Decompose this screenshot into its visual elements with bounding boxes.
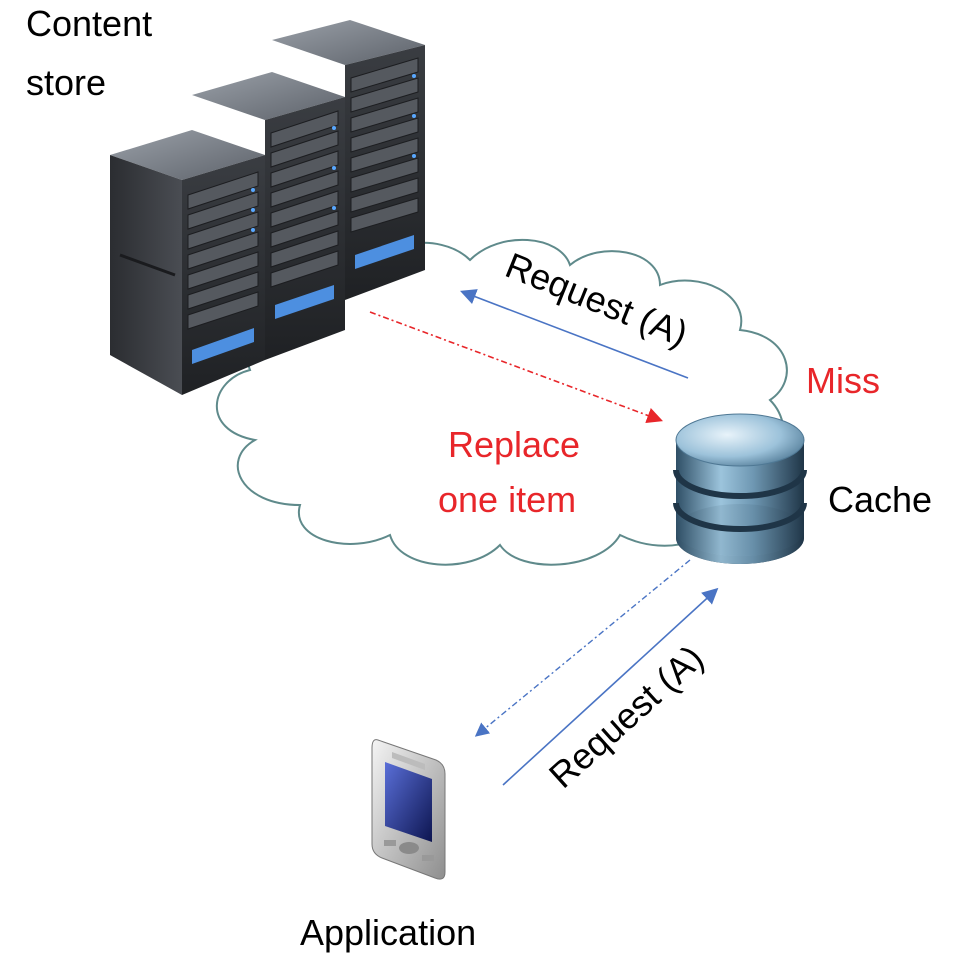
database-cache-icon	[673, 413, 807, 564]
replace-label-line1: Replace	[448, 424, 580, 465]
content-store-label-line2: store	[26, 62, 106, 103]
mobile-device-icon	[371, 739, 446, 880]
application-label: Application	[300, 912, 476, 953]
cache-label: Cache	[828, 479, 932, 520]
request-arrow-cache-to-store	[460, 289, 689, 379]
response-arrow-cache-to-app	[474, 559, 691, 737]
replace-label-line2: one item	[438, 479, 576, 520]
content-store-label-line1: Content	[26, 3, 152, 44]
miss-label: Miss	[806, 360, 880, 401]
request-arrow-app-to-cache	[502, 587, 719, 786]
replace-arrow-store-to-cache	[369, 311, 663, 424]
server-rack-icon	[110, 20, 425, 395]
